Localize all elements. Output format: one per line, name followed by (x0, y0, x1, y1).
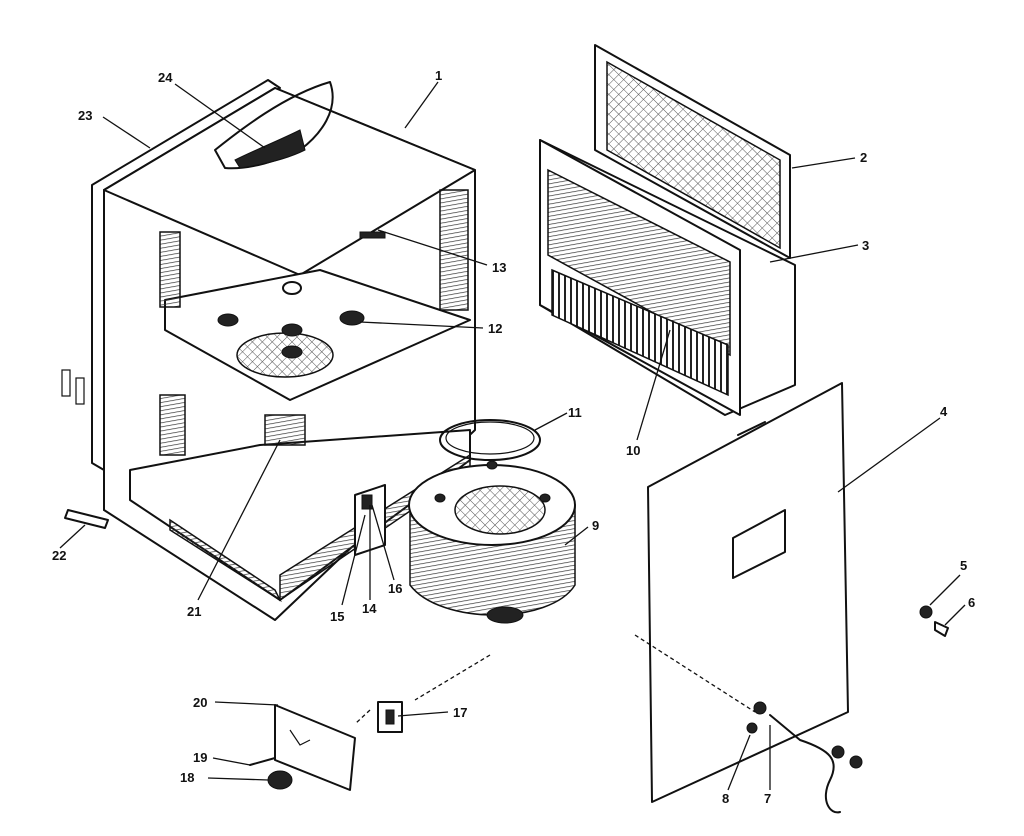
callout-4: 4 (940, 404, 948, 419)
callout-22: 22 (52, 548, 66, 563)
callout-20: 20 (193, 695, 207, 710)
callout-11: 11 (568, 405, 582, 420)
callout-17: 17 (453, 705, 467, 720)
blower-assembly (408, 419, 576, 624)
callout-9: 9 (592, 518, 599, 533)
bracket-part (64, 509, 109, 529)
callout-18: 18 (180, 770, 194, 785)
callout-16: 16 (388, 581, 402, 596)
callout-2: 2 (860, 150, 867, 165)
callout-labels: 1 2 3 4 5 6 7 8 9 10 11 12 13 14 15 16 1… (52, 68, 975, 806)
callout-13: 13 (492, 260, 506, 275)
side-slot (61, 369, 71, 397)
callout-23: 23 (78, 108, 92, 123)
callout-1: 1 (435, 68, 442, 83)
callout-12: 12 (488, 321, 502, 336)
callout-10: 10 (626, 443, 640, 458)
front-panel (647, 382, 863, 814)
callout-5: 5 (960, 558, 967, 573)
callout-24: 24 (158, 70, 173, 85)
knob-parts (919, 605, 949, 637)
callout-21: 21 (187, 604, 201, 619)
callout-19: 19 (193, 750, 207, 765)
callout-8: 8 (722, 791, 729, 806)
callout-14: 14 (362, 601, 377, 616)
callout-3: 3 (862, 238, 869, 253)
callout-15: 15 (330, 609, 344, 624)
callout-6: 6 (968, 595, 975, 610)
side-slot (75, 377, 85, 405)
leader-lines (59, 81, 966, 791)
callout-7: 7 (764, 791, 771, 806)
filter-grille-assembly (539, 44, 796, 416)
control-assembly (249, 701, 403, 791)
